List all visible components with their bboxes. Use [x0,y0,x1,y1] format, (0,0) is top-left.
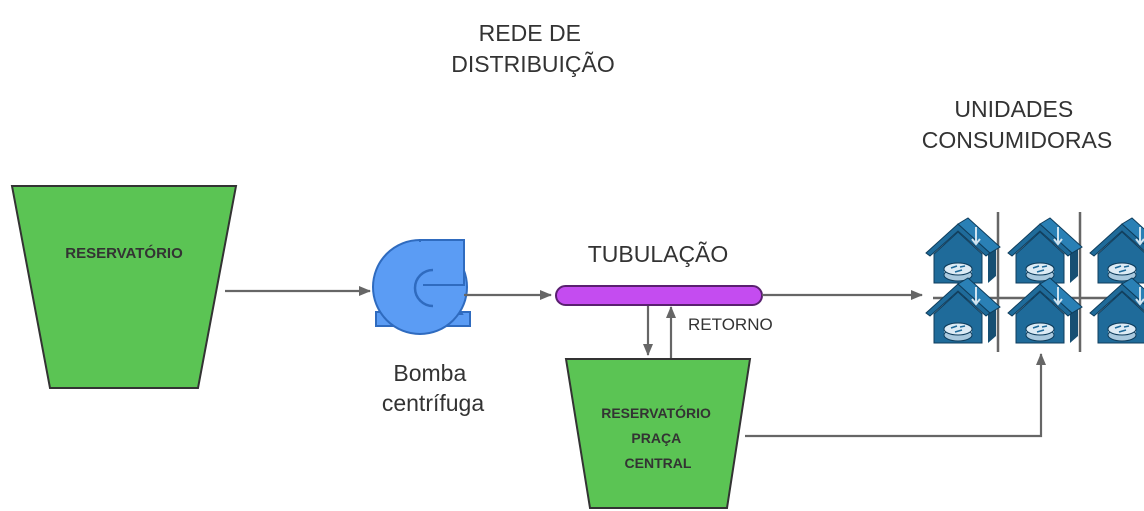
house-icon [1089,277,1144,344]
diagram-title: REDE DE DISTRIBUIÇÃO [451,20,615,77]
main-reservoir: RESERVATÓRIO [10,185,238,389]
return-label: RETORNO [688,315,773,334]
central-reservoir: RESERVATÓRIO PRAÇA CENTRAL [564,358,752,509]
house-icon [1007,277,1083,344]
main-reservoir-label: RESERVATÓRIO [65,244,183,262]
house-icon [1089,217,1144,284]
consumers-title: UNIDADES CONSUMIDORAS [922,96,1112,153]
central-reservoir-label: RESERVATÓRIO PRAÇA CENTRAL [601,404,715,471]
house-icon [1007,217,1083,284]
flow-arrow-central-reservoir-to-consumers [745,353,1046,438]
consumers-grid-bottom [1007,277,1144,344]
centrifugal-pump-icon [372,239,471,335]
house-icon [925,217,1001,284]
house-icon [925,277,1001,344]
pipe-label: TUBULAÇÃO [588,241,729,267]
pump-label: Bomba centrífuga [382,360,484,416]
distribution-pipe [555,285,763,306]
